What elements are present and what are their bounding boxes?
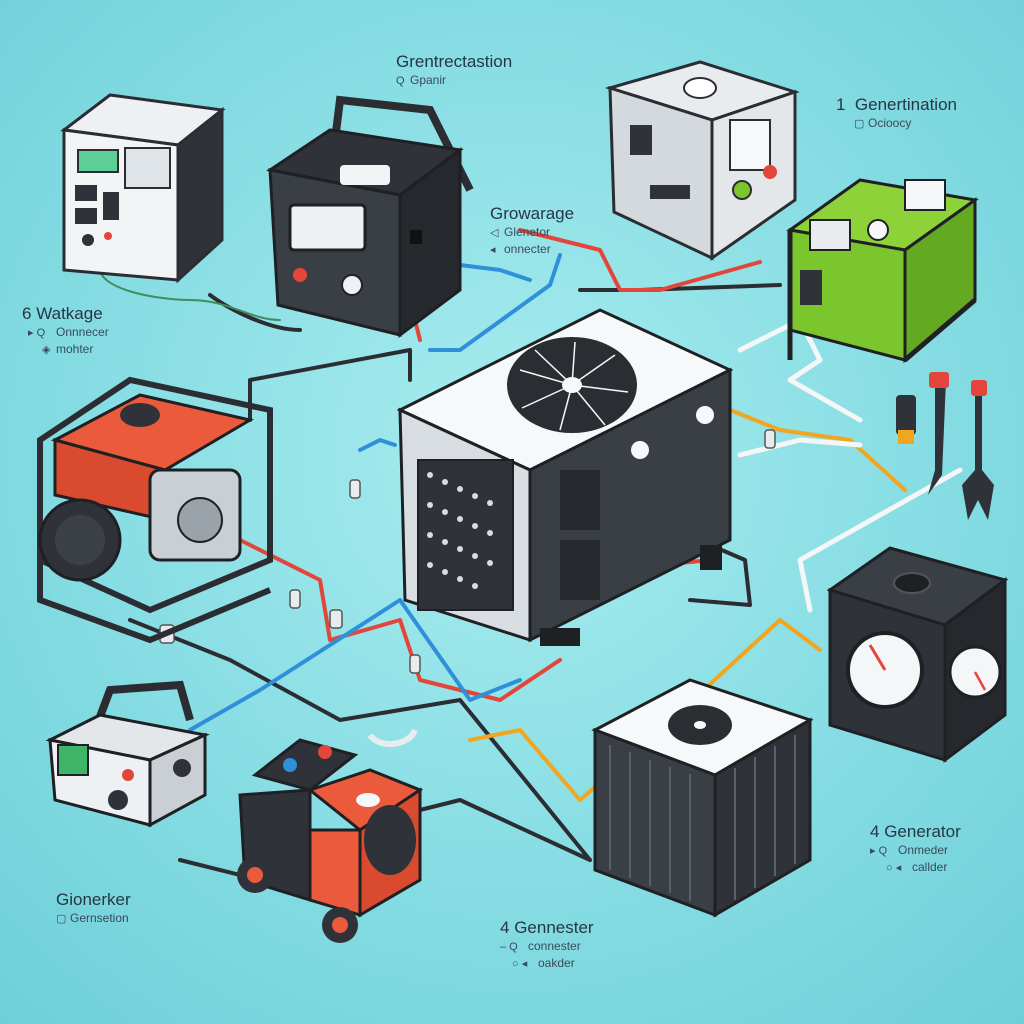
wrench-icon xyxy=(896,372,994,520)
control-box-icon xyxy=(45,680,210,828)
wire-red xyxy=(518,228,762,292)
wire-blue xyxy=(428,253,562,352)
wire-dark xyxy=(248,348,412,422)
label-title: 4 Gennester xyxy=(500,918,594,937)
wire-blue xyxy=(358,438,397,452)
ac-unit-icon xyxy=(591,678,814,918)
wire-blue xyxy=(458,263,532,282)
power-station-icon xyxy=(60,93,226,284)
grey-power-unit-icon xyxy=(604,60,800,261)
label-sub: ○ ◂oakder xyxy=(512,956,575,970)
wire-red xyxy=(238,538,562,702)
label-title: Grentrectastion xyxy=(396,52,513,71)
ac-unit-icon xyxy=(396,308,734,646)
label-sub: ◂onnecter xyxy=(490,242,551,256)
wire-dark xyxy=(418,798,592,862)
label-sub: ▢Ocioocy xyxy=(854,116,912,130)
control-box-icon xyxy=(266,95,474,338)
label-title: 6 Watkage xyxy=(22,304,103,323)
wire-dark xyxy=(128,618,592,862)
label-title: 4 Generator xyxy=(870,822,961,841)
label-mid-top: Growarage ◁Glenetor ◂onnecter xyxy=(490,204,574,258)
wire-white xyxy=(797,467,963,613)
wire-dark xyxy=(688,543,752,607)
label-sub: ◈mohter xyxy=(42,342,94,356)
label-title: 1 Genertination xyxy=(836,95,957,114)
label-sub: ◁Glenetor xyxy=(490,225,551,239)
gauge-box-icon xyxy=(826,546,1009,763)
wire-orange xyxy=(728,408,907,492)
wire-dark xyxy=(208,293,302,332)
wire-white xyxy=(737,317,863,423)
label-top-right: 1 Genertination ▢Ocioocy xyxy=(836,95,957,132)
label-bottom-left: Gionerker ▢Gernsetion xyxy=(56,890,131,927)
label-sub: ▢Gernsetion xyxy=(56,911,129,925)
generator-icon xyxy=(786,178,979,364)
label-title: Gionerker xyxy=(56,890,131,909)
label-title: Growarage xyxy=(490,204,575,223)
generator-icon xyxy=(237,738,424,943)
label-sub: ○ ◂callder xyxy=(886,860,948,874)
wire-blue xyxy=(188,598,522,732)
wire-white xyxy=(737,437,863,458)
generator-icon xyxy=(37,376,273,644)
wire-thin-green xyxy=(98,244,281,321)
